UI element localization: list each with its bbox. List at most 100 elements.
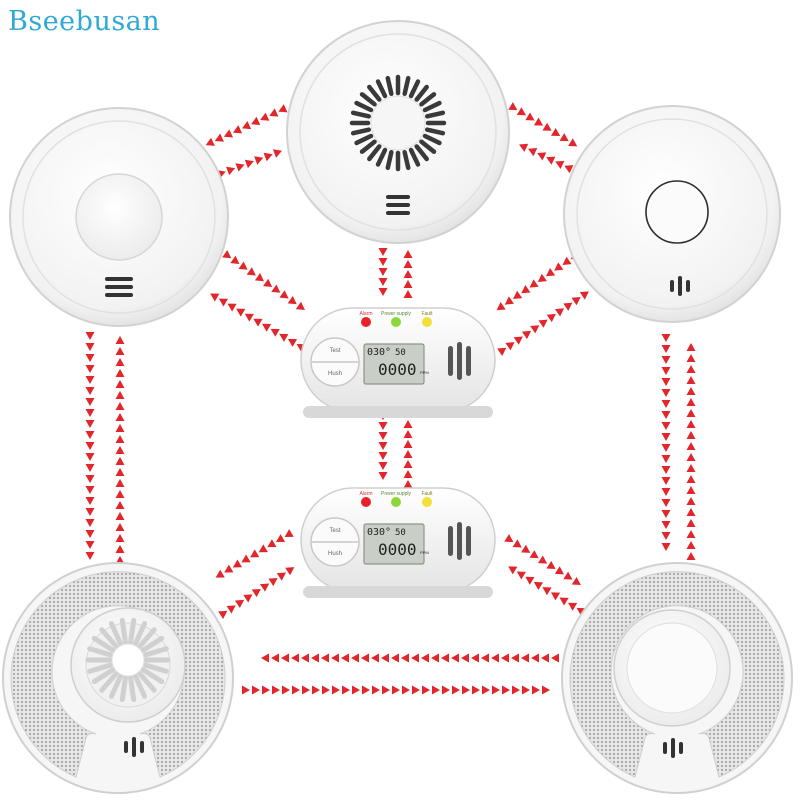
- arrow-head-icon: [686, 376, 696, 384]
- arrow-head-icon: [661, 521, 671, 529]
- arrow-head-icon: [551, 127, 561, 136]
- lcd-secondary-reading: 50: [395, 528, 406, 538]
- arrow-head-icon: [85, 486, 95, 494]
- arrow-head-icon: [481, 653, 489, 663]
- arrow-head-icon: [401, 653, 409, 663]
- arrow-head-icon: [661, 378, 671, 386]
- arrow-head-icon: [85, 442, 95, 450]
- arrow-head-icon: [568, 138, 578, 147]
- arrow-head-icon: [541, 653, 549, 663]
- arrow-head-icon: [661, 510, 671, 518]
- arrow-head-icon: [513, 336, 523, 345]
- arrow-head-icon: [378, 258, 388, 266]
- arrow-head-icon: [661, 345, 671, 353]
- test-button-label: Test: [329, 528, 340, 534]
- arrow-head-icon: [497, 347, 507, 356]
- arrow-head-icon: [252, 685, 260, 695]
- arrow-head-icon: [222, 250, 232, 259]
- arrow-head-icon: [352, 685, 360, 695]
- arrow-head-icon: [441, 653, 449, 663]
- arrow-head-icon: [661, 400, 671, 408]
- arrow-head-icon: [302, 685, 310, 695]
- arrow-head-icon: [115, 479, 125, 487]
- arrow-head-icon: [251, 116, 261, 125]
- arrow-head-icon: [115, 358, 125, 366]
- arrow-head-icon: [559, 597, 569, 606]
- arrow-head-icon: [403, 290, 413, 298]
- arrow-head-icon: [686, 530, 696, 538]
- arrow-head-icon: [85, 497, 95, 505]
- arrow-head-icon: [491, 653, 499, 663]
- arrow-head-icon: [270, 328, 280, 337]
- arrow-head-icon: [271, 284, 281, 293]
- arrow-head-icon: [661, 532, 671, 540]
- arrow-head-icon: [295, 301, 305, 310]
- arrow-head-icon: [378, 452, 388, 460]
- arrow-head-icon: [258, 544, 268, 553]
- co-alarm-top: Alarm Power supply Fault Test Hush 030° …: [300, 307, 496, 419]
- power-led-icon: [391, 497, 401, 507]
- arrow-head-icon: [403, 460, 413, 468]
- arrow-head-icon: [226, 166, 236, 176]
- arrow-head-icon: [505, 342, 515, 351]
- arrow-head-icon: [115, 446, 125, 454]
- arrow-head-icon: [519, 143, 529, 152]
- arrow-head-icon: [115, 457, 125, 465]
- arrow-head-icon: [571, 297, 581, 306]
- arrow-head-icon: [686, 464, 696, 472]
- arrow-head-icon: [461, 653, 469, 663]
- arrow-head-icon: [261, 653, 269, 663]
- arrow-head-icon: [516, 571, 526, 580]
- arrow-head-icon: [513, 290, 523, 299]
- hush-button-label: Hush: [328, 551, 342, 557]
- lcd-unit: PPM: [420, 550, 429, 555]
- arrow-head-icon: [115, 545, 125, 553]
- arrow-head-icon: [451, 653, 459, 663]
- arrow-head-icon: [243, 594, 253, 603]
- arrow-head-icon: [571, 576, 581, 586]
- arrow-head-icon: [511, 653, 519, 663]
- arrow-head-icon: [378, 268, 388, 276]
- arrow-head-icon: [542, 685, 550, 695]
- arrow-head-icon: [85, 376, 95, 384]
- arrow-head-icon: [85, 409, 95, 417]
- arrow-head-icon: [532, 685, 540, 695]
- arrow-head-icon: [546, 560, 556, 569]
- arrow-head-icon: [381, 653, 389, 663]
- arrow-head-icon: [661, 455, 671, 463]
- arrow-head-icon: [241, 554, 251, 563]
- arrow-head-icon: [391, 653, 399, 663]
- arrow-head-icon: [115, 413, 125, 421]
- arrow-head-icon: [403, 430, 413, 438]
- heat-detector-bottom-left: [2, 562, 234, 794]
- arrow-head-icon: [332, 685, 340, 695]
- arrow-head-icon: [392, 685, 400, 695]
- arrow-head-icon: [85, 464, 95, 472]
- arrow-head-icon: [272, 685, 280, 695]
- arrow-head-icon: [550, 592, 561, 601]
- arrow-head-icon: [342, 685, 350, 695]
- arrow-head-icon: [661, 367, 671, 375]
- lcd-unit: PPM: [420, 370, 429, 375]
- arrow-head-icon: [85, 530, 95, 538]
- arrow-head-icon: [312, 685, 320, 695]
- arrow-head-icon: [246, 267, 256, 276]
- arrow-head-icon: [563, 302, 573, 311]
- arrow-head-icon: [282, 685, 290, 695]
- arrow-head-icon: [661, 477, 671, 485]
- arrow-head-icon: [85, 541, 95, 549]
- arrow-head-icon: [262, 685, 270, 695]
- arrow-head-icon: [579, 291, 589, 300]
- indicator-label-fault: Fault: [421, 311, 433, 317]
- arrow-head-icon: [686, 354, 696, 362]
- indicator-label-power: Power supply: [381, 491, 412, 497]
- arrow-head-icon: [272, 149, 283, 158]
- arrow-head-icon: [686, 431, 696, 439]
- arrow-head-icon: [235, 163, 245, 172]
- arrow-head-icon: [287, 295, 297, 305]
- arrow-head-icon: [218, 610, 228, 619]
- arrow-head-icon: [361, 653, 369, 663]
- arrow-head-icon: [403, 270, 413, 278]
- arrow-head-icon: [115, 435, 125, 443]
- arrow-head-icon: [555, 160, 565, 169]
